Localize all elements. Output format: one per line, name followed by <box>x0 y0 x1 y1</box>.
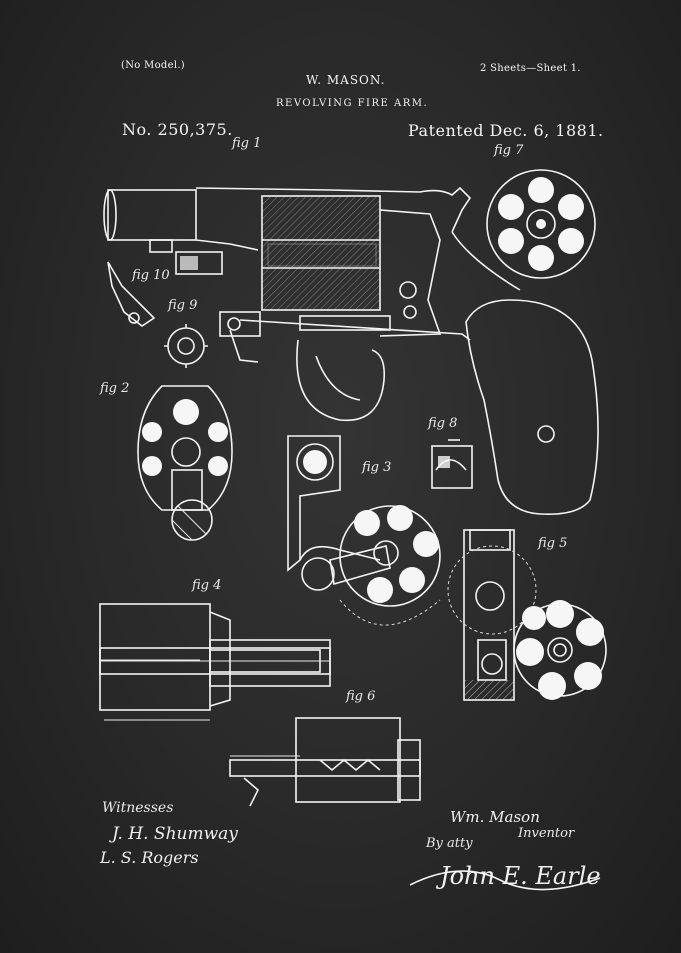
fig2-drawing <box>137 385 233 541</box>
fig6-label: fig 6 <box>346 689 376 704</box>
fig4-drawing <box>99 603 331 721</box>
fig1-label: fig 1 <box>232 136 262 151</box>
witness2-signature: L. S. Rogers <box>100 848 199 867</box>
inventor-signature: Wm. Mason <box>450 808 540 826</box>
signature-flourish <box>409 870 601 891</box>
patent-title: REVOLVING FIRE ARM. <box>276 98 429 109</box>
fig4-label: fig 4 <box>192 578 222 593</box>
fig3-label: fig 3 <box>362 460 392 475</box>
fig6-drawing <box>229 717 421 807</box>
inventor-heading: W. MASON. <box>306 73 386 87</box>
fig5-drawing <box>447 529 607 701</box>
fig9-label: fig 9 <box>168 298 198 313</box>
patent-date: Patented Dec. 6, 1881. <box>408 121 604 140</box>
fig10-label: fig 10 <box>132 268 170 283</box>
sheets-label: 2 Sheets—Sheet 1. <box>480 63 581 74</box>
fig8-drawing <box>431 439 473 489</box>
witness1-signature: J. H. Shumway <box>112 824 238 844</box>
fig2-label: fig 2 <box>100 381 130 396</box>
by-atty-label: By atty <box>426 836 473 851</box>
fig3-drawing <box>287 435 441 626</box>
fig8-label: fig 8 <box>428 416 458 431</box>
no-model-label: (No Model.) <box>121 60 186 71</box>
witnesses-label: Witnesses <box>102 800 174 816</box>
fig1-revolver-drawing <box>103 186 599 516</box>
fig7-cylinder-drawing <box>486 169 596 279</box>
inventor-label: Inventor <box>518 826 575 841</box>
fig5-label: fig 5 <box>538 536 568 551</box>
patent-number: No. 250,375. <box>122 120 233 139</box>
fig7-label: fig 7 <box>494 143 524 158</box>
